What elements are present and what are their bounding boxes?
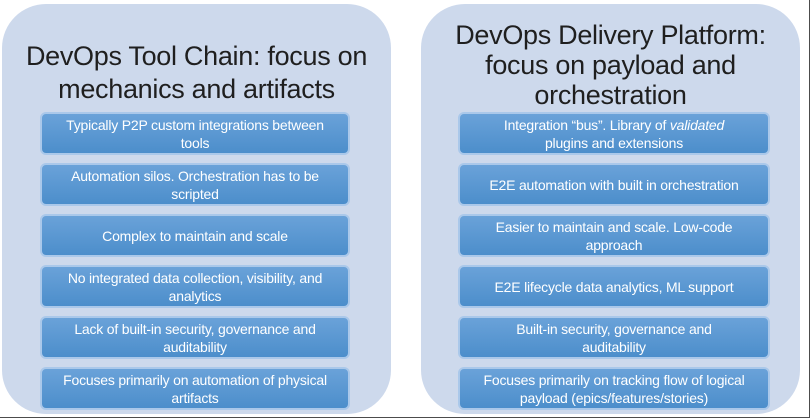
- list-item-text-line: Focuses primarily on automation of physi…: [63, 371, 327, 389]
- list-item-text-line: plugins and extensions: [545, 134, 683, 152]
- panel-title-line: mechanics and artifacts: [58, 74, 335, 104]
- text-segment: scripted: [171, 185, 219, 202]
- list-item-text-line: No integrated data collection, visibilit…: [67, 269, 323, 287]
- text-segment: plugins and extensions: [544, 134, 684, 151]
- list-item-text-line: Focuses primarily on tracking flow of lo…: [484, 371, 745, 389]
- list-item-text-line: artifacts: [171, 389, 218, 407]
- text-segment: Automation silos. Orchestration has to b…: [71, 167, 319, 184]
- text-segment: Focuses primarily on tracking flow of lo…: [483, 371, 745, 388]
- panel-title: DevOps Delivery Platform: focus on paylo…: [421, 20, 800, 110]
- text-segment: Easier to maintain and scale. Low-code: [495, 218, 733, 235]
- list-item-text-line: auditability: [582, 338, 646, 356]
- list-item-text-line: Complex to maintain and scale: [102, 227, 288, 245]
- text-segment: Typically P2P custom integrations betwee…: [66, 116, 324, 133]
- text-segment: Integration “bus”. Library of: [503, 116, 670, 133]
- panel-title-line: DevOps Tool Chain: focus on: [25, 41, 368, 71]
- text-segment: Lack of built-in security, governance an…: [74, 320, 316, 337]
- text-segment: artifacts: [171, 389, 219, 406]
- text-segment: No integrated data collection, visibilit…: [67, 269, 323, 286]
- list-item: Focuses primarily on tracking flow of lo…: [458, 367, 770, 410]
- list-item-text-line: Integration “bus”. Library of validated: [504, 116, 724, 134]
- text-segment: auditability: [582, 338, 646, 355]
- text-segment: auditability: [163, 338, 227, 355]
- list-item-text-line: Automation silos. Orchestration has to b…: [71, 167, 319, 185]
- feature-list: Typically P2P custom integrations betwee…: [40, 112, 350, 410]
- text-segment: analytics: [168, 287, 222, 304]
- list-item: Typically P2P custom integrations betwee…: [40, 112, 350, 155]
- list-item-text-line: payload (epics/features/stories): [520, 389, 708, 407]
- text-segment: Focuses primarily on automation of physi…: [63, 371, 327, 388]
- list-item: No integrated data collection, visibilit…: [40, 265, 350, 308]
- text-segment: E2E lifecycle data analytics, ML support: [494, 278, 734, 295]
- list-item-text-line: E2E lifecycle data analytics, ML support: [495, 278, 734, 296]
- list-item-text-line: scripted: [171, 185, 219, 203]
- list-item-text-line: Easier to maintain and scale. Low-code: [496, 218, 733, 236]
- text-segment: E2E automation with built in orchestrati…: [489, 176, 739, 193]
- list-item-text-line: Typically P2P custom integrations betwee…: [66, 116, 324, 134]
- list-item: Complex to maintain and scale: [40, 214, 350, 257]
- list-item-text-line: tools: [181, 134, 210, 152]
- panel-devops-tool-chain: DevOps Tool Chain: focus on mechanics an…: [2, 4, 391, 414]
- list-item-text-line: E2E automation with built in orchestrati…: [489, 176, 738, 194]
- list-item: E2E lifecycle data analytics, ML support: [458, 265, 770, 308]
- list-item-text-line: Built-in security, governance and: [516, 320, 712, 338]
- list-item-text-line: analytics: [169, 287, 222, 305]
- panel-title-line: focus on payload and: [485, 50, 736, 80]
- list-item-text-line: Lack of built-in security, governance an…: [74, 320, 316, 338]
- panel-title-line: orchestration: [534, 80, 687, 110]
- italic-text-segment: validated: [669, 116, 725, 133]
- list-item-text-line: approach: [586, 236, 643, 254]
- text-segment: payload (epics/features/stories): [519, 389, 709, 406]
- text-segment: tools: [180, 134, 210, 151]
- list-item-text-line: auditability: [163, 338, 227, 356]
- panel-devops-delivery-platform: DevOps Delivery Platform: focus on paylo…: [421, 4, 800, 414]
- list-item: E2E automation with built in orchestrati…: [458, 163, 770, 206]
- panel-title-line: DevOps Delivery Platform:: [455, 20, 766, 50]
- text-segment: approach: [585, 236, 643, 253]
- list-item: Lack of built-in security, governance an…: [40, 316, 350, 359]
- list-item: Focuses primarily on automation of physi…: [40, 367, 350, 410]
- text-segment: Complex to maintain and scale: [102, 227, 288, 244]
- text-segment: Built-in security, governance and: [516, 320, 712, 337]
- panel-title: DevOps Tool Chain: focus on mechanics an…: [2, 40, 391, 106]
- list-item: Automation silos. Orchestration has to b…: [40, 163, 350, 206]
